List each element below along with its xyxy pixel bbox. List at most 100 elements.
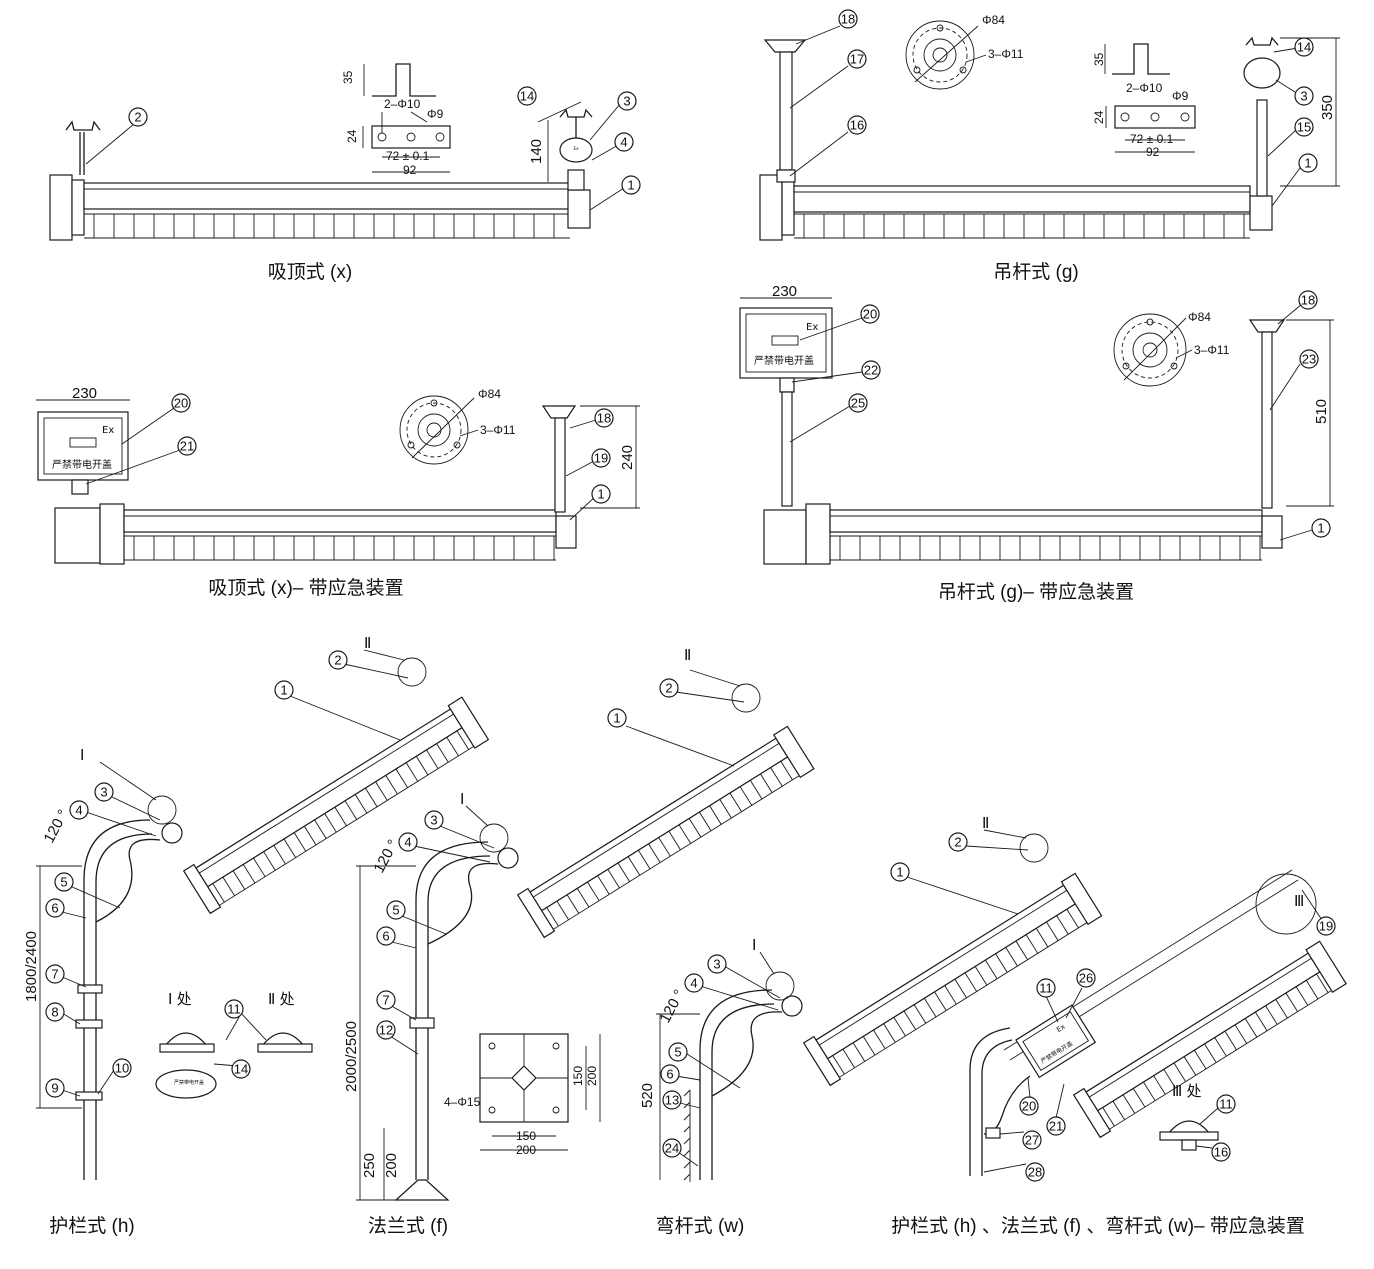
cage-rib xyxy=(405,762,419,782)
svg-text:14: 14 xyxy=(520,89,534,104)
svg-text:Ⅱ: Ⅱ xyxy=(684,648,691,664)
part-21: 21 xyxy=(177,436,197,456)
cage-rib xyxy=(627,856,641,876)
cage-rib xyxy=(1183,1056,1197,1076)
lamp-cage xyxy=(93,214,555,238)
lamp-cage xyxy=(832,908,1079,1075)
svg-text:520: 520 xyxy=(639,1083,656,1108)
part-1: 1 xyxy=(621,175,641,195)
svg-text:10: 10 xyxy=(115,1061,129,1076)
svg-text:11: 11 xyxy=(227,1002,241,1017)
cage-rib xyxy=(760,773,773,793)
cage-rib xyxy=(1224,1030,1237,1051)
caption-ceiling-emergency: 吸顶式 (x)– 带应急装置 xyxy=(208,577,403,599)
cage-rib xyxy=(1193,1050,1207,1070)
svg-text:5: 5 xyxy=(392,903,399,918)
svg-text:14: 14 xyxy=(234,1062,248,1077)
cage-rib xyxy=(719,799,732,819)
wall-hatch xyxy=(683,1089,691,1181)
svg-text:350: 350 xyxy=(1319,95,1336,120)
svg-text:20: 20 xyxy=(174,396,188,411)
svg-text:18: 18 xyxy=(597,411,611,426)
cage-rib xyxy=(587,881,600,901)
cage-rib xyxy=(1025,934,1039,954)
part-28: 28 xyxy=(1025,1162,1045,1182)
part-3: 3 xyxy=(1294,86,1314,106)
cage-rib xyxy=(637,850,651,870)
svg-text:240: 240 xyxy=(619,445,636,470)
cage-rib xyxy=(832,1055,845,1075)
svg-text:7: 7 xyxy=(382,993,389,1008)
svg-text:Ex: Ex xyxy=(102,425,114,436)
caption-bent-pole: 弯杆式 (w) xyxy=(656,1215,745,1237)
svg-text:5: 5 xyxy=(674,1045,681,1060)
svg-text:2: 2 xyxy=(954,835,961,850)
svg-text:26: 26 xyxy=(1079,971,1093,986)
cage-rib xyxy=(303,826,317,846)
cage-rib xyxy=(314,819,327,839)
caption-pendant: 吊杆式 (g) xyxy=(993,261,1079,283)
cage-rib xyxy=(862,1036,876,1056)
cage-rib xyxy=(1305,980,1319,1000)
svg-text:92: 92 xyxy=(403,163,417,177)
svg-text:2–Φ10: 2–Φ10 xyxy=(384,97,421,111)
svg-text:20: 20 xyxy=(1022,1099,1036,1114)
part-10: 10 xyxy=(112,1058,132,1078)
cage-rib xyxy=(446,736,459,757)
part-1: 1 xyxy=(1311,518,1331,538)
cage-rib xyxy=(883,1023,896,1043)
cage-rib xyxy=(893,1017,906,1037)
part-12: 12 xyxy=(376,1020,396,1040)
cage-rib xyxy=(688,818,702,838)
part-9: 9 xyxy=(45,1078,65,1098)
svg-text:4: 4 xyxy=(620,135,627,150)
cage-rib xyxy=(699,811,712,831)
cage-rib xyxy=(1163,1069,1176,1089)
svg-text:4: 4 xyxy=(75,803,82,818)
part-2: 2 xyxy=(948,832,968,852)
svg-text:1: 1 xyxy=(613,711,620,726)
svg-text:Ⅰ: Ⅰ xyxy=(752,938,756,954)
cage-rib xyxy=(263,851,276,871)
svg-text:5: 5 xyxy=(60,875,67,890)
svg-text:Ⅱ 处: Ⅱ 处 xyxy=(268,991,295,1008)
part-26: 26 xyxy=(1076,968,1096,988)
part-24: 24 xyxy=(662,1138,682,1158)
svg-text:250: 250 xyxy=(361,1153,378,1178)
svg-text:Ⅱ: Ⅱ xyxy=(982,816,989,832)
svg-text:200: 200 xyxy=(516,1143,536,1157)
part-2: 2 xyxy=(328,650,348,670)
part-16: 16 xyxy=(847,115,867,135)
cage-rib xyxy=(749,780,763,800)
part-18: 18 xyxy=(594,408,614,428)
cage-rib xyxy=(1046,921,1059,941)
part-14: 14 xyxy=(1294,37,1314,57)
cage-rib xyxy=(222,876,235,897)
svg-text:Ex: Ex xyxy=(1055,1023,1067,1034)
cage-rib xyxy=(354,794,368,814)
cage-rib xyxy=(566,894,580,914)
svg-text:13: 13 xyxy=(665,1093,679,1108)
part-15: 15 xyxy=(1294,117,1314,137)
cage-rib xyxy=(954,978,967,999)
svg-text:28: 28 xyxy=(1028,1165,1042,1180)
part-13: 13 xyxy=(662,1090,682,1110)
svg-text:4–Φ15: 4–Φ15 xyxy=(444,1095,481,1109)
svg-text:3: 3 xyxy=(100,785,107,800)
cage-rib xyxy=(873,1029,886,1049)
part-3: 3 xyxy=(94,782,114,802)
cage-rib xyxy=(770,767,783,787)
cage-rib xyxy=(780,760,793,781)
cage-rib xyxy=(913,1004,927,1024)
part-5: 5 xyxy=(668,1042,688,1062)
svg-text:230: 230 xyxy=(772,283,797,300)
cage-rib xyxy=(923,998,937,1018)
cage-rib xyxy=(1316,973,1329,993)
svg-text:4: 4 xyxy=(690,976,697,991)
svg-text:Φ84: Φ84 xyxy=(1188,310,1211,324)
cage-rib xyxy=(415,756,429,776)
part-11: 11 xyxy=(1036,978,1056,998)
part-18: 18 xyxy=(1298,290,1318,310)
svg-text:19: 19 xyxy=(594,451,608,466)
part-2: 2 xyxy=(659,678,679,698)
